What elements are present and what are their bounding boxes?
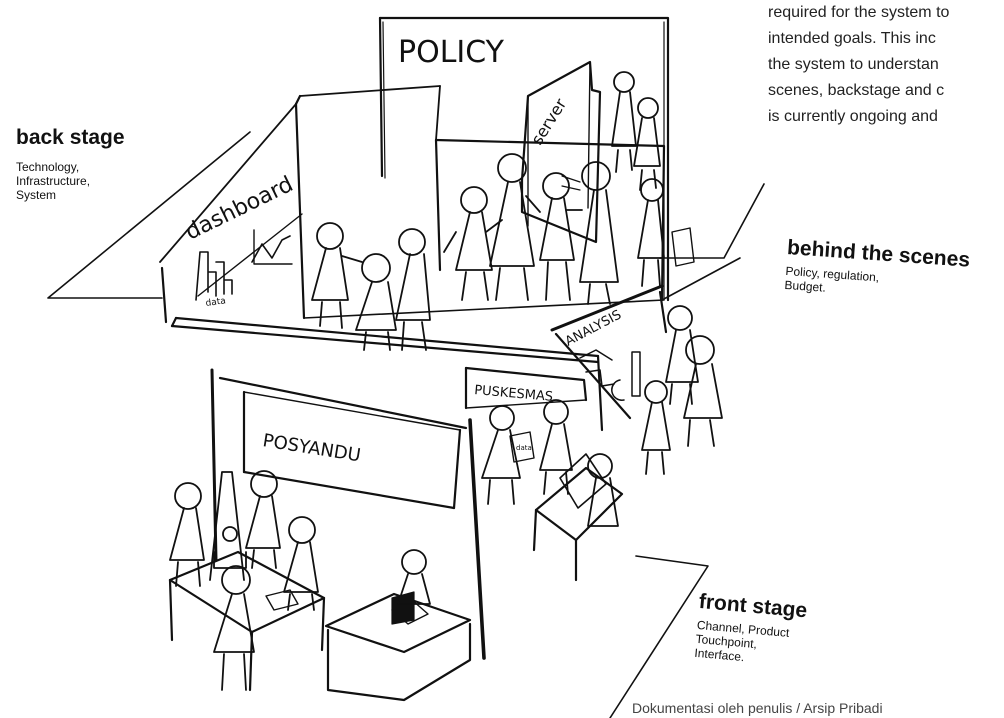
posyandu-label: POSYANDU [261, 430, 362, 466]
back-stage-subtitle: Technology, Infrastructure, System [16, 160, 125, 202]
analysis-board [550, 284, 668, 420]
dashboard-figures [311, 222, 431, 351]
dashboard-label: dashboard [182, 172, 298, 245]
front-stage-zone-label: front stage Channel, Product Touchpoint,… [694, 590, 808, 669]
front-figures [169, 470, 431, 691]
paragraph-line: required for the system to [768, 4, 950, 21]
back-stage-subtitle-line: Technology, [16, 160, 80, 174]
paragraph-line: the system to understan [768, 56, 939, 73]
back-stage-title: back stage [16, 126, 125, 149]
dashboard-wall [159, 103, 303, 324]
back-stage-subtitle-line: System [16, 188, 57, 202]
paragraph-line: intended goals. This inc [768, 30, 936, 47]
puskesmas-wall [464, 354, 604, 432]
meeting-wall [434, 138, 666, 302]
data-label: data [205, 296, 226, 309]
meeting-figures [443, 153, 695, 305]
intro-paragraph: required for the system to intended goal… [768, 0, 1004, 130]
paragraph-line: is currently ongoing and [768, 108, 938, 125]
paragraph-line: scenes, backstage and c [768, 82, 945, 99]
policy-label: POLICY [398, 35, 505, 70]
server-label: server [527, 95, 570, 148]
back-stage-subtitle-line: Infrastructure, [16, 174, 91, 188]
front-tables [168, 550, 472, 702]
puskesmas-figures [481, 399, 573, 505]
image-caption: Dokumentasi oleh penulis / Arsip Pribadi [632, 700, 883, 716]
laptop-desk [532, 453, 624, 582]
server-rack-icon [520, 60, 602, 244]
data-sheet-label: data [516, 444, 532, 452]
back-stage-zone-label: back stage Technology, Infrastructure, S… [16, 126, 125, 202]
puskesmas-label: PUSKESMAS [474, 383, 554, 405]
server-figures [611, 71, 661, 191]
analysis-figures [641, 305, 723, 475]
stage-floor [170, 85, 741, 364]
label-leaders [47, 131, 765, 718]
